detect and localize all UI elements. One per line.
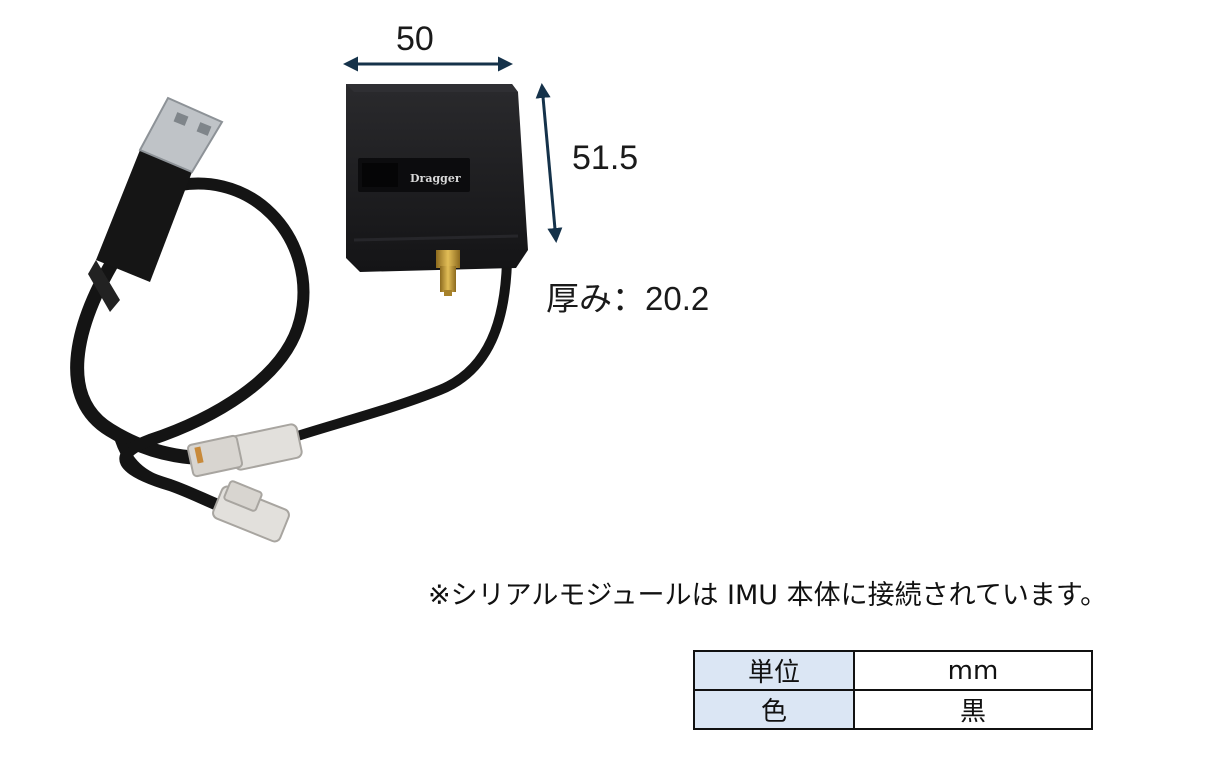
- device-logo: Dragger: [410, 172, 461, 185]
- spec-key-color: 色: [693, 689, 855, 730]
- connector-lower: [212, 480, 290, 543]
- imu-device: Dragger: [346, 84, 528, 272]
- width-dimension-label: 50: [396, 20, 434, 58]
- spec-value-color: 黒: [853, 689, 1093, 730]
- spec-table: 単位 mm 色 黒: [693, 650, 1093, 730]
- height-dimension-label: 51.5: [572, 139, 639, 177]
- height-dimension-arrow: [535, 83, 563, 243]
- table-row: 単位 mm: [693, 650, 1093, 691]
- table-row: 色 黒: [693, 689, 1093, 730]
- thickness-label: 厚み：20.2: [546, 280, 710, 317]
- sma-connector: [436, 250, 460, 296]
- spec-value-unit: mm: [853, 650, 1093, 691]
- connection-note: ※シリアルモジュールは IMU 本体に接続されています。: [428, 580, 1108, 611]
- spec-key-unit: 単位: [693, 650, 855, 691]
- usb-plug: [88, 96, 224, 312]
- connector-upper: [186, 423, 303, 478]
